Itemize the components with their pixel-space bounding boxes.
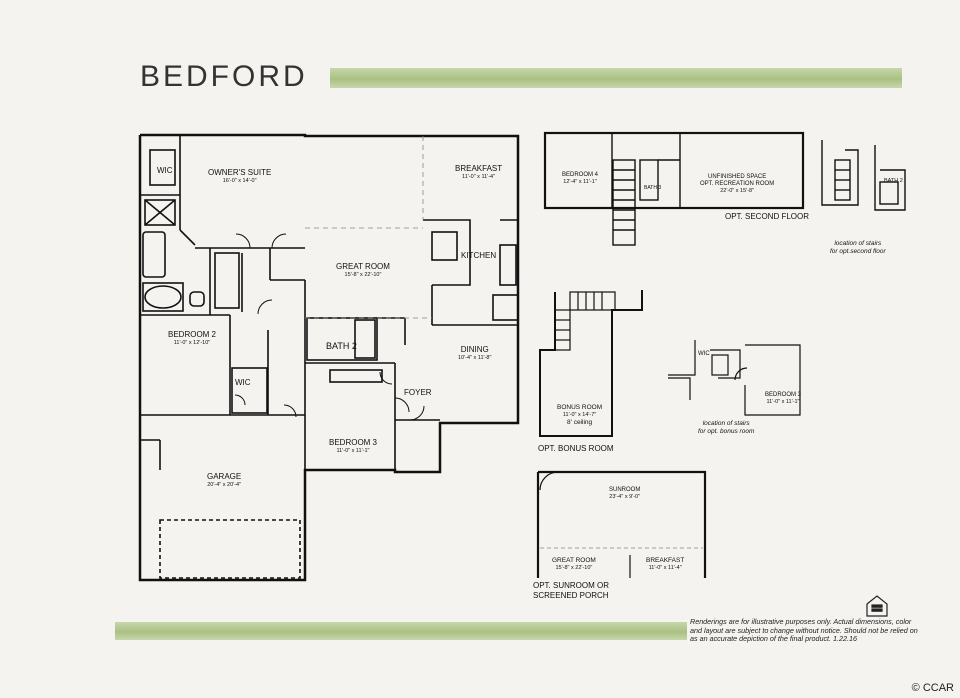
- room-dimension: 23'-4" x 9'-0": [609, 494, 641, 500]
- room-dimension: 10'-4" x 11'-8": [458, 355, 492, 361]
- room-name: BEDROOM 4: [562, 172, 599, 178]
- caption-line: SCREENED PORCH: [533, 591, 609, 600]
- disclaimer-text: Renderings are for illustrative purposes…: [690, 617, 918, 643]
- equal-housing-icon: [866, 595, 888, 617]
- room-name: BREAKFAST: [455, 164, 503, 173]
- bonus-room-caption: OPT. BONUS ROOM: [538, 444, 614, 453]
- small-bath-2-label: BATH 2: [884, 178, 903, 184]
- note-line: location of stairs: [834, 240, 882, 247]
- room-kitchen: KITCHEN: [461, 251, 497, 260]
- room-bath-3: BATH 3: [644, 185, 662, 191]
- second-floor-caption: OPT. SECOND FLOOR: [725, 212, 810, 221]
- bonus-wic-label: WIC: [698, 351, 710, 357]
- room-name: SUNROOM: [609, 487, 641, 493]
- bottom-banner-bar: [115, 622, 687, 640]
- room-bath-2: BATH 2: [326, 341, 357, 351]
- room-dimension: 11'-0" x 11'-1": [336, 448, 370, 454]
- second-floor-outline: [543, 131, 805, 210]
- room-dimension: 16'-0" x 14'-0": [222, 178, 257, 184]
- room-dimension: 11'-0" x 11'-4": [648, 564, 682, 571]
- room-name: BREAKFAST: [646, 557, 685, 564]
- room-dimension: 15'-8" x 22'-10": [555, 564, 593, 571]
- room-name: DINING: [460, 345, 489, 354]
- plan-title: BEDFORD: [140, 60, 308, 93]
- room-dimension: 11'-0" x 12'-10": [173, 340, 211, 346]
- room-dimension: 15'-8" x 22'-10": [344, 272, 382, 278]
- room-name: GARAGE: [207, 472, 242, 481]
- room-name: BEDROOM 3: [765, 392, 802, 398]
- note-line: for opt. bonus room: [698, 428, 755, 435]
- note-line: location of stairs: [702, 420, 750, 427]
- room-name: BEDROOM 3: [329, 438, 378, 447]
- room-foyer: FOYER: [404, 388, 432, 397]
- sunroom-outline: [538, 470, 707, 578]
- room-dimension: 20'-4" x 20'-4": [207, 482, 242, 488]
- room-dimension: 22'-0" x 15'-8": [720, 188, 755, 194]
- room-name: BEDROOM 2: [168, 330, 217, 339]
- top-banner-bar: [330, 68, 902, 88]
- room-dimension: 11'-0" x 14'-7": [562, 411, 597, 418]
- ceiling-height: 8' ceiling: [567, 419, 593, 426]
- bonus-room-outline: [539, 290, 643, 437]
- main-house-outline: [138, 133, 520, 582]
- room-name: OWNER'S SUITE: [208, 168, 272, 177]
- room-name: GREAT ROOM: [336, 262, 390, 271]
- room-subname: OPT. RECREATION ROOM: [700, 181, 775, 187]
- room-dimension: 12'-4" x 11'-1": [563, 179, 597, 185]
- note-line: for opt.second floor: [830, 248, 886, 255]
- room-dimension: 11'-0" x 11'-1": [766, 399, 800, 405]
- room-name: BONUS ROOM: [557, 404, 603, 411]
- room-wic-2: WIC: [235, 378, 251, 387]
- room-wic-1: WIC: [157, 166, 173, 175]
- room-dimension: 11'-0" x 11'-4": [462, 174, 496, 180]
- room-name: UNFINISHED SPACE: [708, 174, 767, 180]
- caption-line: OPT. SUNROOM OR: [533, 581, 610, 590]
- ccar-watermark: © CCAR: [911, 682, 954, 694]
- room-name: GREAT ROOM: [552, 557, 596, 564]
